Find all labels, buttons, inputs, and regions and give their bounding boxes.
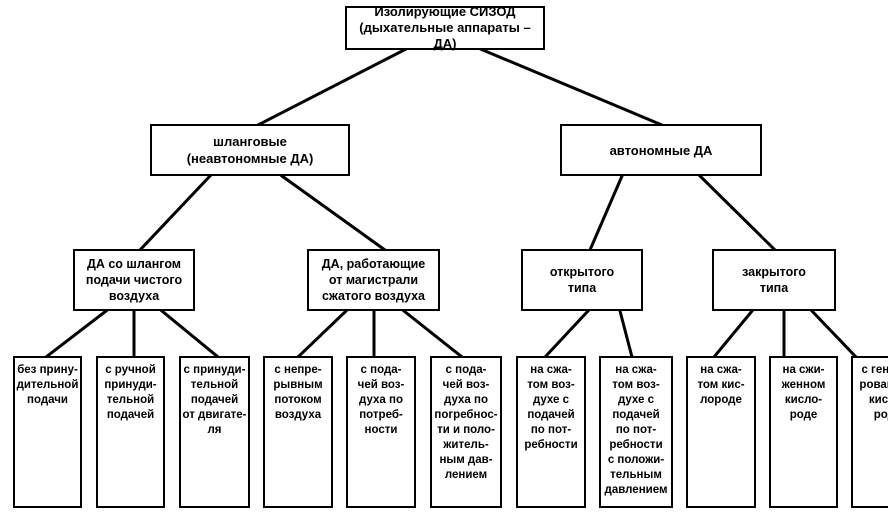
- node-leaf-7-label: на сжа- том воз- духе с подачей по пот- …: [524, 364, 578, 451]
- edge-closed-leaf9: [711, 308, 755, 360]
- node-leaf-10[interactable]: на сжи- женном кисло- роде: [769, 356, 838, 508]
- edge-root-hose: [255, 45, 411, 128]
- node-leaf-11-label: с генери- рованием кисло- рода: [859, 364, 888, 421]
- node-clean-air-hose[interactable]: ДА со шлангом подачи чистого воздуха: [73, 249, 195, 311]
- node-autonomous-label: автономные ДА: [609, 142, 713, 158]
- node-autonomous[interactable]: автономные ДА: [560, 124, 762, 176]
- node-leaf-1-label: без прину- дительной подачи: [16, 364, 79, 406]
- node-open-type[interactable]: открытого типа: [521, 249, 643, 311]
- node-root[interactable]: Изолирующие СИЗОД (дыхательные аппараты …: [345, 4, 545, 51]
- node-leaf-8[interactable]: на сжа- том воз- духе с подачей по пот- …: [599, 356, 673, 508]
- node-leaf-6-label: с пода- чей воз- духа по погребнос- ти и…: [434, 364, 498, 481]
- edge-autonomous-open: [588, 174, 624, 252]
- node-leaf-8-label: на сжа- том воз- духе с подачей по пот- …: [604, 364, 668, 496]
- node-compressed-air-line-label: ДА, работающие от магистрали сжатого воз…: [321, 257, 426, 303]
- edge-autonomous-closed: [697, 173, 778, 253]
- node-leaf-11[interactable]: с генери- рованием кисло- рода: [851, 356, 888, 508]
- node-leaf-10-label: на сжи- женном кисло- роде: [781, 364, 826, 421]
- node-leaf-9[interactable]: на сжа- том кис- лороде: [686, 356, 756, 508]
- node-leaf-1[interactable]: без прину- дительной подачи: [13, 356, 82, 508]
- edge-hose-compressed: [279, 173, 388, 253]
- node-hose-label: шланговые (неавтономные ДА): [186, 134, 314, 166]
- node-closed-type-label: закрытого типа: [742, 265, 806, 295]
- node-leaf-3-label: с принуди- тельной подачей от двигате- л…: [182, 364, 247, 436]
- node-leaf-2[interactable]: с ручной принуди- тельной подачей: [96, 356, 165, 508]
- edge-open-leaf7: [542, 308, 591, 360]
- edge-hose-cleanair: [137, 173, 213, 253]
- edge-root-autonomous: [476, 46, 664, 127]
- edge-cleanair-leaf1: [43, 308, 109, 360]
- edge-compressed-leaf4: [295, 308, 349, 360]
- edge-open-leaf8: [618, 309, 634, 359]
- node-leaf-7[interactable]: на сжа- том воз- духе с подачей по пот- …: [516, 356, 586, 508]
- node-leaf-5[interactable]: с пода- чей воз- духа по потреб- ности: [346, 356, 416, 508]
- node-clean-air-hose-label: ДА со шлангом подачи чистого воздуха: [85, 257, 183, 303]
- edge-closed-leaf11: [809, 308, 859, 360]
- node-leaf-9-label: на сжа- том кис- лороде: [697, 364, 745, 406]
- edge-cleanair-leaf3: [159, 308, 221, 360]
- node-hose[interactable]: шланговые (неавтономные ДА): [150, 124, 350, 176]
- node-leaf-3[interactable]: с принуди- тельной подачей от двигате- л…: [179, 356, 250, 508]
- node-compressed-air-line[interactable]: ДА, работающие от магистрали сжатого воз…: [307, 249, 440, 311]
- edge-compressed-leaf6: [401, 308, 465, 360]
- node-closed-type[interactable]: закрытого типа: [712, 249, 836, 311]
- node-root-label: Изолирующие СИЗОД (дыхательные аппараты …: [359, 4, 531, 51]
- node-leaf-5-label: с пода- чей воз- духа по потреб- ности: [357, 364, 405, 436]
- node-leaf-6[interactable]: с пода- чей воз- духа по погребнос- ти и…: [430, 356, 502, 508]
- node-leaf-4[interactable]: с непре- рывным потоком воздуха: [263, 356, 333, 508]
- node-leaf-4-label: с непре- рывным потоком воздуха: [273, 364, 323, 421]
- node-open-type-label: открытого типа: [549, 265, 615, 295]
- node-leaf-2-label: с ручной принуди- тельной подачей: [104, 364, 157, 421]
